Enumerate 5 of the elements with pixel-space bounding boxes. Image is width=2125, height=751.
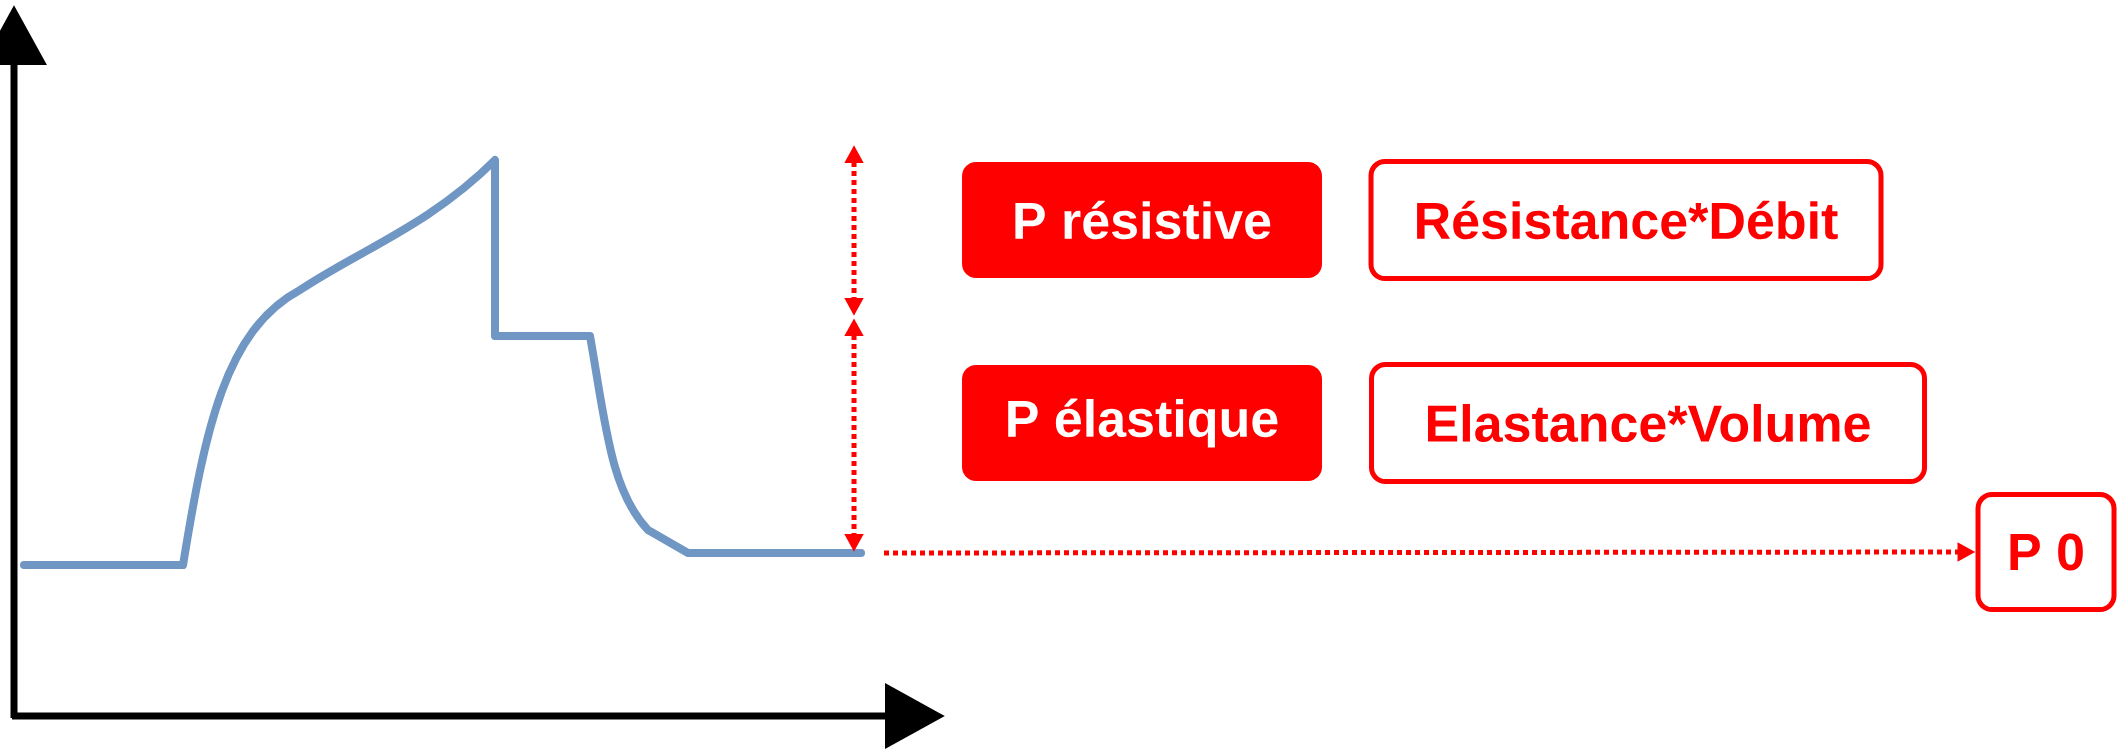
formula-box: P 0 [1975, 492, 2117, 612]
formula-box: Elastance*Volume [1369, 362, 1927, 484]
formula-box: Résistance*Débit [1368, 159, 1884, 281]
label-box: P élastique [962, 365, 1322, 481]
label-box: P résistive [962, 162, 1322, 278]
